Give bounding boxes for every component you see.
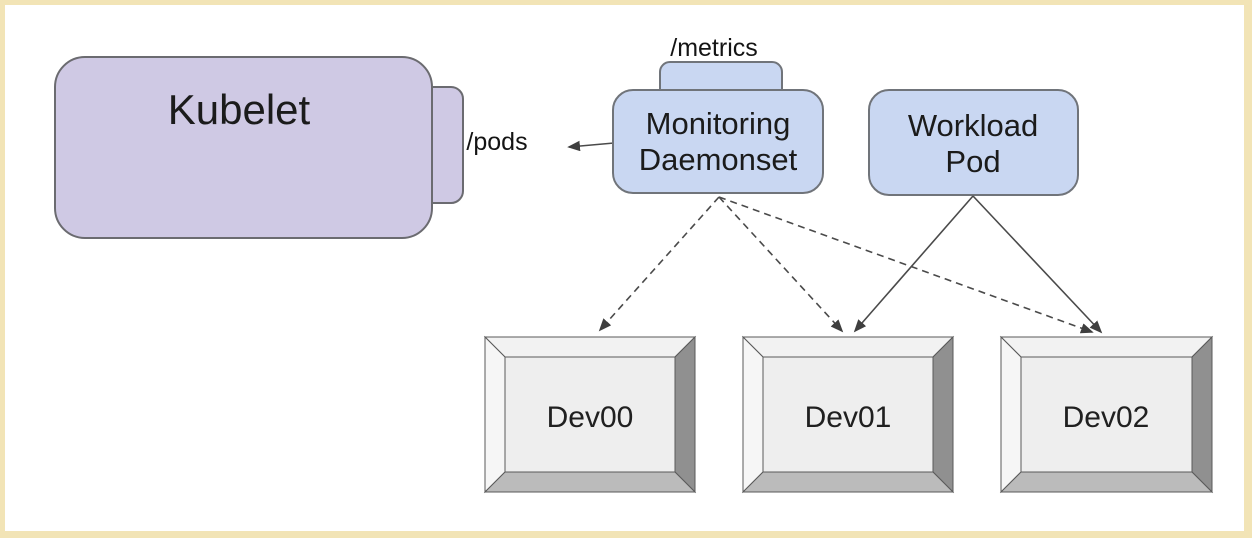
workload-pod-label-line1: Workload xyxy=(908,108,1038,143)
monitoring-daemonset-node: Monitoring Daemonset xyxy=(612,61,824,194)
device-box-dev01: Dev01 xyxy=(741,335,955,494)
kubelet-node: Kubelet xyxy=(54,56,464,239)
dev01-bevel-left xyxy=(742,335,764,494)
dev00-bevel-right xyxy=(674,335,696,494)
device-box-dev00: Dev00 xyxy=(483,335,697,494)
pods-arrow xyxy=(569,143,615,147)
dev01-bevel-bottom xyxy=(741,471,955,493)
dev00-bevel-left xyxy=(484,335,506,494)
dev01-bevel-top xyxy=(741,336,955,358)
dev00-bevel-top xyxy=(483,336,697,358)
edge-monitoring-to-dev01 xyxy=(718,196,842,331)
dev02-bevel-right xyxy=(1191,335,1213,494)
edge-workload-to-dev02 xyxy=(972,195,1101,332)
device-box-dev02: Dev02 xyxy=(999,335,1214,494)
dev02-bevel-top xyxy=(999,336,1214,358)
dev01-face xyxy=(762,356,934,473)
kubelet-box xyxy=(54,56,433,239)
dev01-bevel-right xyxy=(932,335,954,494)
device-label-dev02: Dev02 xyxy=(1063,401,1150,434)
dev00-face xyxy=(504,356,676,473)
solid-edges xyxy=(855,195,1101,332)
dev02-bevel-left xyxy=(1000,335,1022,494)
dev02-face xyxy=(1020,356,1193,473)
pods-endpoint-label: /pods xyxy=(466,128,527,156)
device-label-dev00: Dev00 xyxy=(547,401,634,434)
device-label-dev01: Dev01 xyxy=(805,401,892,434)
edge-monitoring-to-dev00 xyxy=(600,196,720,330)
edge-monitoring-to-dev02 xyxy=(718,196,1092,332)
monitoring-daemonset-label-line2: Daemonset xyxy=(639,142,798,177)
dev02-bevel-bottom xyxy=(999,471,1214,493)
workload-pod-node: Workload Pod xyxy=(868,89,1079,196)
edge-workload-to-dev01 xyxy=(855,195,974,331)
metrics-endpoint-label: /metrics xyxy=(670,34,758,62)
dashed-edges xyxy=(600,196,1092,332)
monitoring-daemonset-box xyxy=(612,89,824,194)
kubelet-label: Kubelet xyxy=(168,86,311,133)
dev00-bevel-bottom xyxy=(483,471,697,493)
monitoring-daemonset-label-line1: Monitoring xyxy=(646,106,791,141)
workload-pod-box xyxy=(868,89,1079,196)
workload-pod-label-line2: Pod xyxy=(945,144,1000,179)
